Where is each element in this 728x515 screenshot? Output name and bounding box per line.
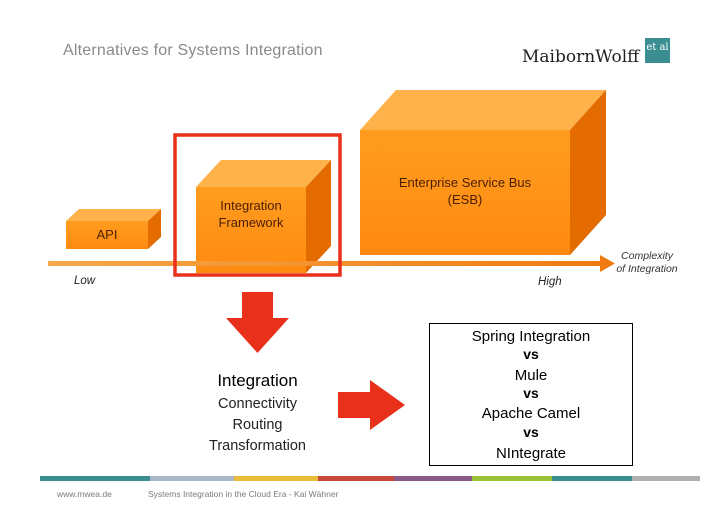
framework-highlight-box [173,133,342,277]
result-item-transformation: Transformation [209,438,306,454]
cube-label-api: API [66,226,148,243]
cube-label-esb-line1: Enterprise Service Bus [398,175,532,190]
right-arrow [338,380,405,430]
cube-integration-framework [196,160,331,273]
axis-high-label: High [538,276,562,288]
logo-badge: et al [645,38,670,63]
result-item-routing: Routing [232,417,283,433]
cube-api [66,209,161,249]
result-item-connectivity: Connectivity [218,396,297,412]
footer-website: www.mwea.de [57,489,112,499]
complexity-axis [48,255,615,272]
footer-talk-title: Systems Integration in the Cloud Era - K… [148,489,339,499]
vs-separator-3: vs [523,424,539,440]
cube-label-framework: Integration Framework [196,197,306,231]
result-title: Integration [217,371,298,390]
framework-spring-integration: Spring Integration [471,328,591,345]
framework-apache-camel: Apache Camel [481,405,581,422]
down-arrow [226,292,289,353]
framework-mule: Mule [514,367,548,384]
framework-comparison-box: Spring Integration vs Mule vs Apache Cam… [429,323,633,466]
slide-title: Alternatives for Systems Integration [63,42,323,59]
axis-name-line2: of Integration [616,263,678,275]
axis-name-line1: Complexity [621,250,673,262]
cube-label-framework-line2: Framework [218,215,284,230]
cube-esb [360,90,606,255]
cube-label-api-text: API [96,227,118,242]
axis-name: Complexity of Integration [604,250,690,276]
cube-label-esb: Enterprise Service Bus (ESB) [375,174,555,208]
axis-low-label: Low [74,275,96,287]
footer-bar [40,476,700,481]
framework-nintegrate: NIntegrate [495,445,567,462]
logo-text: MaibornWolff [522,47,640,67]
cube-label-esb-line2: (ESB) [447,192,483,207]
vs-separator-2: vs [523,385,539,401]
vs-separator-1: vs [523,346,539,362]
logo-badge-text: et al [646,42,669,53]
cube-label-framework-line1: Integration [220,198,282,213]
